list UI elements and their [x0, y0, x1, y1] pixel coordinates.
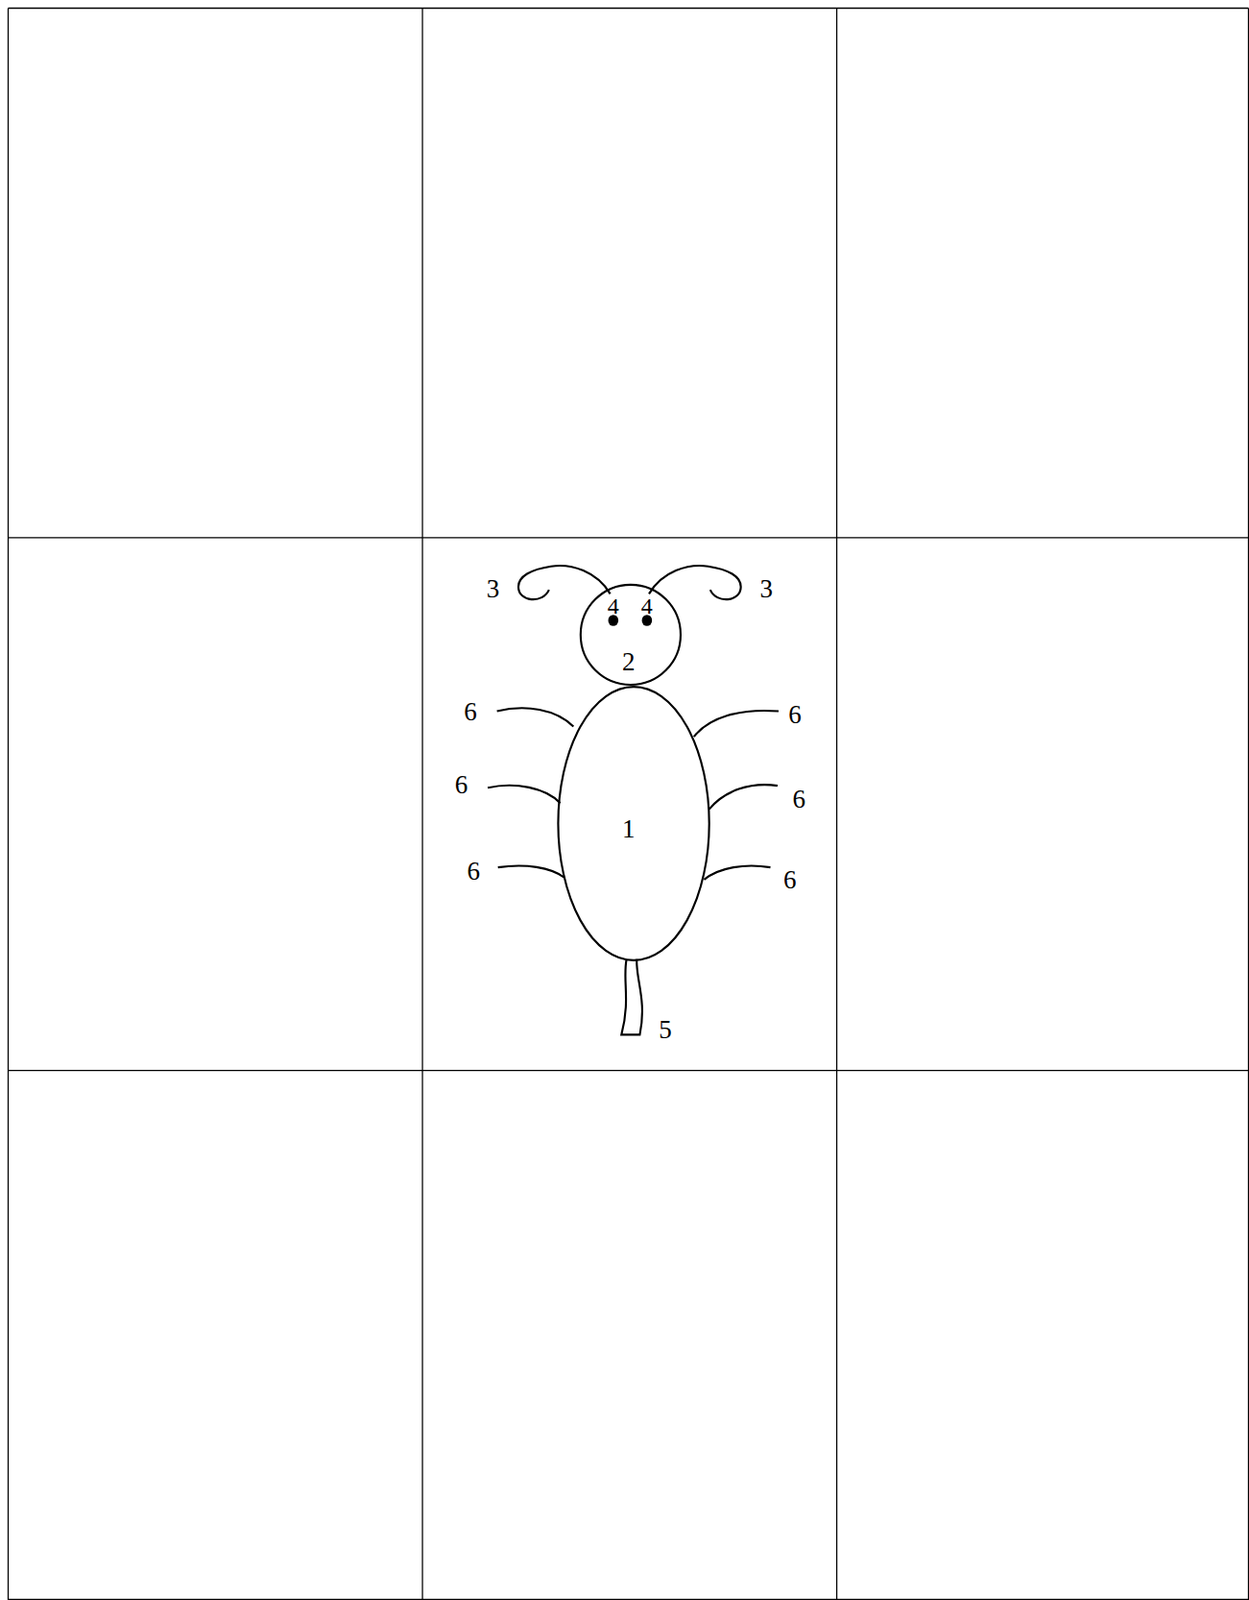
bug-outline — [487, 565, 779, 1034]
callout-number: 4 — [607, 594, 620, 618]
body-oval: 1 — [557, 686, 709, 961]
callout-number: 6 — [783, 866, 797, 893]
callout-number: 6 — [788, 701, 802, 728]
head-circle: 44 2 — [580, 584, 681, 685]
callout-number: 1 — [622, 816, 636, 842]
callout-number: 6 — [792, 786, 807, 813]
callout-number: 6 — [466, 857, 481, 884]
callout-number: 2 — [622, 648, 636, 674]
grid-lines — [8, 8, 1249, 1600]
callout-number: 3 — [759, 576, 773, 602]
callout-number: 6 — [455, 771, 469, 798]
callout-number: 5 — [658, 1016, 673, 1043]
callout-number: 4 — [641, 594, 653, 618]
callout-number: 6 — [463, 697, 478, 724]
callout-number: 3 — [486, 576, 501, 602]
